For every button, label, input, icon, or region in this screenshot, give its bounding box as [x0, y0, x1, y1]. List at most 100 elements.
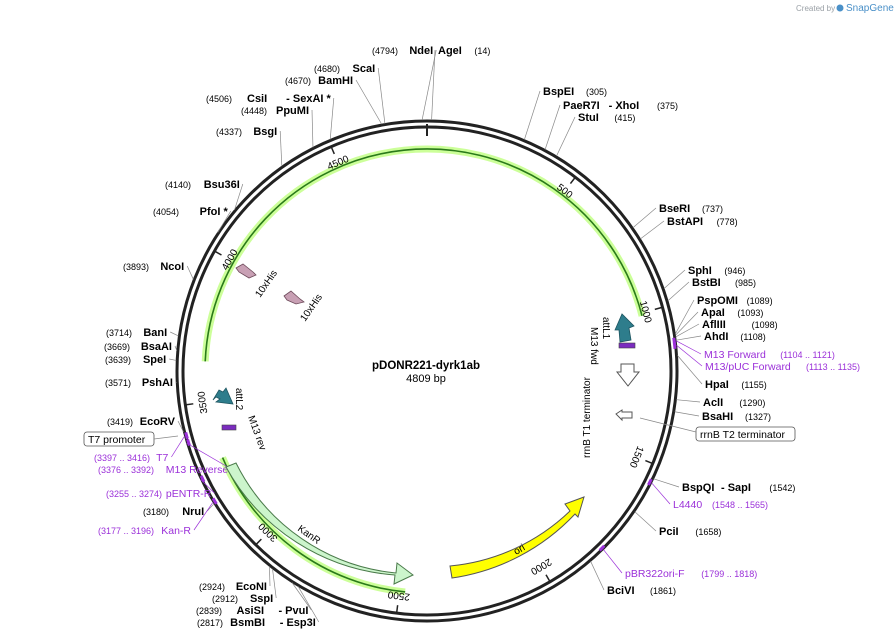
leader-line: [544, 104, 561, 150]
feature-10xhis-arrow-1: [235, 263, 257, 279]
primer-pentr-r[interactable]: pENTR-R(3255 .. 3274): [106, 475, 215, 500]
tick-mark: [330, 146, 335, 155]
primer-l4440[interactable]: L4440(1548 .. 1565): [647, 478, 768, 511]
tick-mark: [645, 459, 654, 465]
primer-marker: [211, 497, 218, 505]
enzyme-site-csii[interactable]: CsiI- SexAI *(4506): [206, 93, 335, 140]
primer-pbr322ori-f[interactable]: pBR322ori-F(1799 .. 1818): [598, 544, 758, 580]
enzyme-site-scai[interactable]: ScaI(4680): [314, 63, 386, 124]
primer-name: pBR322ori-F: [625, 568, 685, 580]
enzyme-position: (4448): [241, 106, 267, 116]
feature-10xhis-label-2: 10xHis: [298, 292, 325, 323]
enzyme-name: Bsu36I: [204, 179, 240, 191]
enzyme-name: StuI: [578, 112, 599, 124]
enzyme-position: (2924): [199, 582, 225, 592]
enzyme-position: (3419): [107, 417, 133, 427]
enzyme-site-bspei[interactable]: BspEI(305): [524, 86, 607, 140]
leader-line: [377, 67, 386, 124]
enzyme-site-ncoi[interactable]: NcoI(3893): [123, 261, 194, 280]
enzyme-site-bspqi[interactable]: BspQI- SapI(1542): [653, 478, 796, 494]
enzyme-name: PspOMI: [697, 295, 738, 307]
enzyme-site-sphi[interactable]: SphI(946): [663, 265, 745, 289]
primer-t7[interactable]: T7(3397 .. 3416): [94, 432, 189, 464]
leader-line: [556, 116, 576, 157]
restriction-sites: AgeI(14)BspEI(305)PaeR7I- XhoI(375)StuI(…: [104, 45, 795, 629]
primer-marker: [672, 342, 677, 349]
enzyme-site-bamhi[interactable]: BamHI(4670): [285, 75, 382, 125]
enzyme-position: (946): [724, 266, 745, 276]
feature-ori-label: ori: [512, 543, 527, 558]
enzyme-position: (3669): [104, 342, 130, 352]
enzyme-site-bcivi[interactable]: BciVI(1861): [590, 561, 676, 597]
enzyme-site-pspomi[interactable]: PspOMI(1089): [674, 295, 773, 335]
enzyme-site-asisi[interactable]: AsiSI- PvuI(2839): [196, 582, 312, 617]
feature-attl1-arrow[interactable]: [614, 313, 635, 343]
enzyme-name: SpeI: [143, 354, 166, 366]
enzyme-site-econi[interactable]: EcoNI(2924): [199, 566, 271, 593]
insert-arc-top: [201, 145, 646, 362]
enzyme-site-nrui[interactable]: NruI(3180): [143, 503, 215, 518]
enzyme-site-spei[interactable]: SpeI (3639): [105, 354, 177, 366]
enzyme-position: (1658): [695, 527, 721, 537]
enzyme-site-sspi[interactable]: SspI(2912): [212, 568, 277, 605]
enzyme-position: (4670): [285, 76, 311, 86]
enzyme-site-bsaai[interactable]: BsaAI(3669): [104, 341, 178, 353]
enzyme-site-pshai[interactable]: PshAI(3571): [105, 377, 177, 389]
primer-m13-puc-forward[interactable]: M13/pUC Forward(1113 .. 1135): [672, 342, 860, 373]
enzyme-site-paer7i[interactable]: PaeR7I- XhoI(375): [544, 100, 678, 150]
enzyme-site-pfoi[interactable]: PfoI *(4054): [153, 206, 232, 233]
feature-attl2-arrow[interactable]: [212, 387, 234, 405]
enzyme-name: NruI: [182, 506, 204, 518]
feature-m13fwd-marker: [618, 342, 636, 349]
primer-kan-r[interactable]: Kan-R(3177 .. 3196): [98, 497, 218, 537]
primer-position: (1113 .. 1135): [806, 362, 860, 372]
primer-marker: [199, 475, 206, 483]
primer-name: T7: [156, 452, 168, 464]
enzyme-site-bsahi[interactable]: BsaHI(1327): [674, 411, 771, 423]
primer-m13-reverse[interactable]: M13 Reverse(3376 .. 3392): [98, 438, 232, 476]
leader-line: [590, 561, 605, 591]
primer-leader: [676, 345, 703, 367]
tick-label: 2000: [528, 556, 553, 577]
enzyme-name: AsiSI: [236, 605, 264, 617]
primer-marker: [184, 432, 189, 440]
enzyme-site-pcii[interactable]: PciI(1658): [634, 511, 722, 538]
enzyme-site-bstbi[interactable]: BstBI(985): [667, 277, 756, 301]
enzyme-site-acli[interactable]: AclI(1290): [676, 397, 765, 409]
enzyme-site-ecorv[interactable]: EcoRV(3419): [107, 416, 184, 433]
enzyme-site-ahdi[interactable]: AhdI(1108): [676, 331, 766, 343]
tick-mark: [654, 306, 663, 311]
primer-name: Kan-R: [161, 525, 191, 537]
enzyme-site-bani[interactable]: BanI(3714): [106, 327, 179, 339]
primer-marker: [647, 478, 653, 486]
enzyme-position: (3571): [105, 378, 131, 388]
leader-line: [634, 511, 657, 532]
enzyme-site-ppumi[interactable]: PpuMI(4448): [241, 105, 314, 148]
enzyme-site-bsmbi[interactable]: BsmBI- Esp3I(2817): [197, 586, 320, 629]
enzyme-site-apai[interactable]: ApaI(1093): [675, 307, 763, 336]
enzyme-site-ndei[interactable]: NdeI(4794): [372, 45, 437, 121]
enzyme-site-bsgi[interactable]: BsgI(4337): [216, 126, 283, 167]
feature-rrnb-t1-arrow[interactable]: [615, 363, 641, 387]
enzyme-site-bsu36i[interactable]: Bsu36I(4140): [165, 179, 244, 211]
leader-line: [431, 49, 436, 121]
leader-line: [272, 568, 277, 599]
tick-mark: [395, 605, 399, 614]
rrnb-t2-leader: [639, 417, 697, 433]
primer-m13-forward[interactable]: M13 Forward(1104 .. 1121): [672, 337, 835, 361]
enzyme-site-bseri[interactable]: BseRI(737): [632, 203, 723, 228]
enzyme-position: (3639): [105, 355, 131, 365]
feature-kanr-arrow[interactable]: [225, 462, 414, 585]
enzyme-name: PfoI *: [200, 206, 229, 218]
primer-position: (3376 .. 3392): [98, 465, 154, 475]
feature-ori-arrow[interactable]: [449, 496, 585, 579]
enzyme-site-bstapi[interactable]: BstAPI(778): [640, 216, 738, 240]
enzyme-site-agei[interactable]: AgeI(14): [431, 45, 491, 121]
rrnb-t2-label: rrnB T2 terminator: [700, 429, 786, 441]
enzyme-site-stui[interactable]: StuI(415): [556, 112, 636, 157]
enzyme-position: (737): [702, 204, 723, 214]
enzyme-site-hpai[interactable]: HpaI(1155): [677, 355, 767, 391]
enzyme-site-afliii[interactable]: AflIII(1098): [675, 319, 778, 338]
enzyme-name: CsiI: [247, 93, 267, 105]
